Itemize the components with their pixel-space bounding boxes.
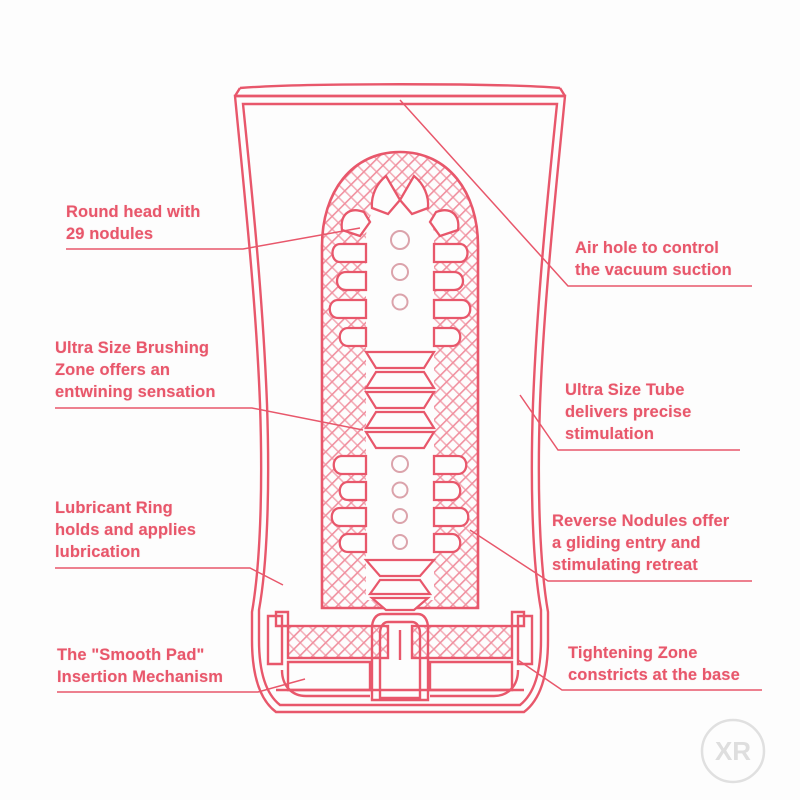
callout-smooth-pad-insertion: The "Smooth Pad" Insertion Mechanism — [57, 646, 224, 686]
mid-channel-holes — [391, 455, 409, 550]
callout-air-hole: Air hole to control the vacuum suction — [575, 239, 732, 279]
lower-bellows — [363, 558, 437, 612]
callout-leaders — [55, 99, 762, 693]
watermark-label: XR — [715, 736, 751, 766]
base-assembly — [266, 610, 534, 702]
callout-ultra-size-tube: Ultra Size Tube delivers precise stimula… — [565, 381, 692, 443]
callout-tightening-zone: Tightening Zone constricts at the base — [568, 644, 740, 684]
reverse-nodules — [330, 454, 470, 554]
outer-shell — [233, 83, 567, 714]
callout-ultra-size-brushing-zone: Ultra Size Brushing Zone offers an entwi… — [55, 339, 216, 401]
xr-watermark: XR — [700, 718, 766, 784]
callout-reverse-nodules: Reverse Nodules offer a gliding entry an… — [552, 512, 730, 574]
callout-round-head: Round head with 29 nodules — [66, 203, 201, 243]
head-channel-holes — [390, 230, 410, 311]
callout-lubricant-ring: Lubricant Ring holds and applies lubrica… — [55, 499, 197, 561]
head-nodules — [328, 174, 472, 348]
ultra-size-brushing-zone — [364, 350, 436, 450]
